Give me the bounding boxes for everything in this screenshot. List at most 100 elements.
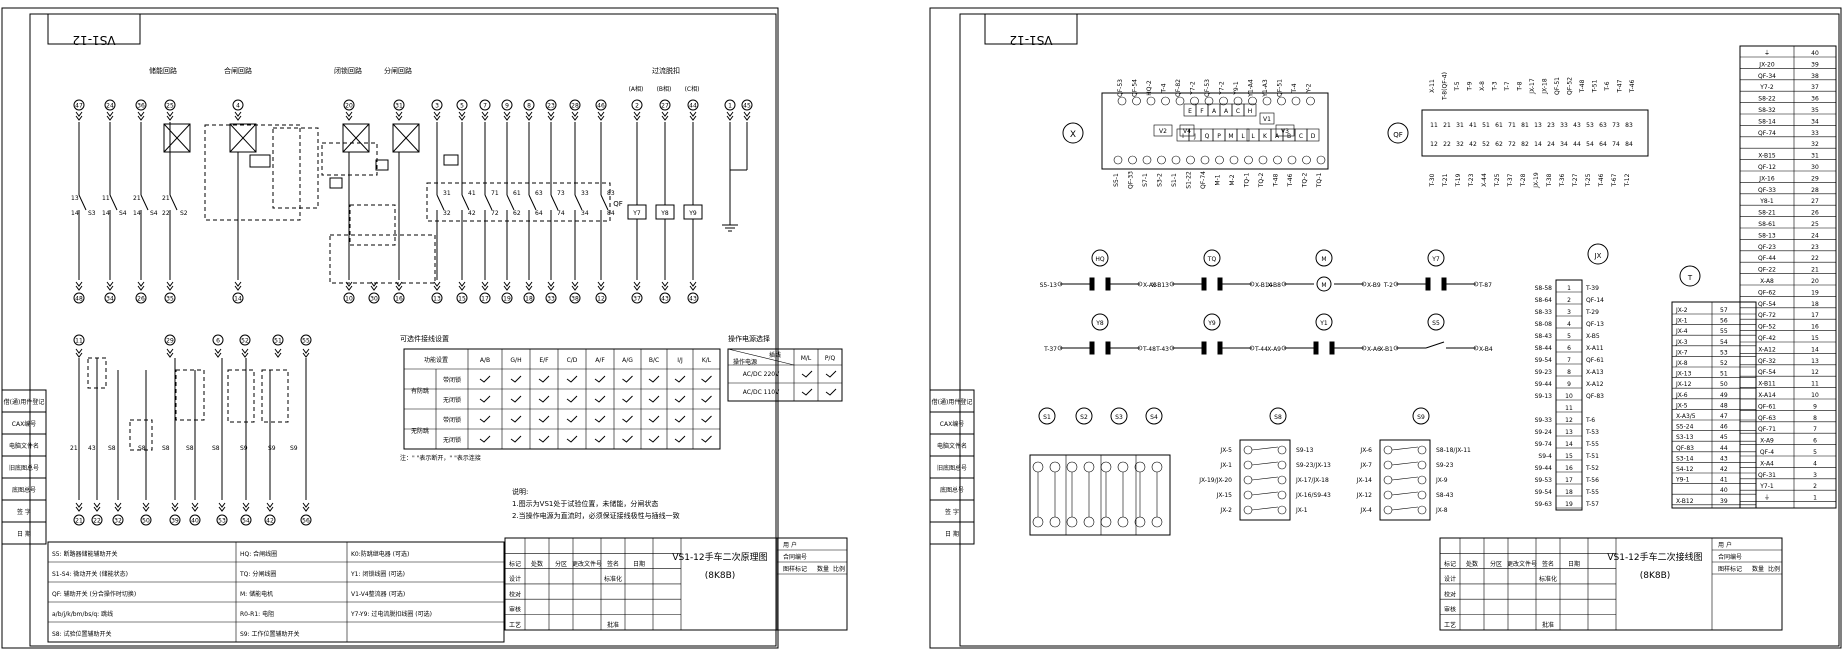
sheet1-outer-frame — [1, 7, 779, 649]
right-column-label: ⏚ — [1764, 50, 1770, 57]
right-column-number: 14 — [1811, 346, 1819, 353]
t-number: 44 — [1720, 445, 1728, 452]
terminal-number: 12 — [597, 296, 605, 303]
x-bottom-pin-label: TQ-2 — [1258, 173, 1265, 189]
qf-contact-number: 32 — [443, 210, 451, 217]
plug-connector-icon — [726, 111, 734, 121]
s8-blade — [1251, 476, 1279, 481]
coil-plate — [1425, 277, 1431, 291]
terminal-number: 46 — [597, 103, 605, 110]
terminal-number: 23 — [547, 103, 555, 110]
left-strip-label: 电脑文件名 — [9, 442, 39, 450]
switch-circle — [1412, 407, 1430, 425]
legend-entry: Y7-Y9: 过电流脱扣线圈 (可选) — [350, 610, 432, 618]
wire-dot — [1057, 281, 1063, 287]
check-mark-icon — [566, 395, 578, 403]
jx-left-label: S8-08 — [1535, 321, 1553, 328]
plug-connector-icon — [302, 348, 310, 358]
legend-entry: S5: 断路器储能辅助开关 — [52, 550, 118, 558]
s9-blade — [1391, 446, 1419, 451]
jx-number: 18 — [1565, 489, 1573, 496]
jx-right-label: T-55 — [1585, 441, 1599, 448]
terminal-number: 35 — [166, 296, 174, 303]
component-circle — [1315, 313, 1333, 331]
qf-pin-number: 81 — [1521, 122, 1529, 129]
terminal — [272, 334, 284, 346]
title-block-header: 标记 — [509, 560, 521, 568]
jx-number: 12 — [1565, 417, 1573, 424]
switch-pin — [1151, 461, 1163, 473]
terminal — [264, 514, 276, 526]
plug-connector-icon — [218, 502, 226, 512]
x-pin — [1277, 96, 1286, 106]
component-circle — [1091, 313, 1109, 331]
drawing-code: (8K8B) — [1640, 571, 1671, 581]
component-right-label: T-87 — [1478, 282, 1492, 289]
relay-letter: A — [1224, 108, 1229, 115]
jx-left-label: S9-4 — [1538, 453, 1552, 460]
wire — [600, 194, 609, 211]
plug-connector-icon — [142, 502, 150, 512]
plug-connector-icon — [525, 281, 533, 291]
qf-top-pin-label: X-8 — [1479, 81, 1486, 91]
wire-dot — [1169, 281, 1175, 287]
switch-label: S4 — [150, 210, 158, 217]
power-col: P/Q — [825, 355, 836, 362]
legend-entry: V1-V4整流器 (可选) — [351, 590, 405, 598]
jx-number: 7 — [1567, 357, 1571, 364]
option-table-header: B/C — [649, 357, 659, 364]
overcurrent-coil-label: Y7 — [632, 210, 641, 217]
component-right-label: X-B14 — [1255, 282, 1273, 289]
component-left-label: X-B1 — [1379, 346, 1393, 353]
jx-left-label: S9-33 — [1535, 417, 1553, 424]
switch-label: S3 — [88, 210, 96, 217]
qf-contact-number: 72 — [491, 210, 499, 217]
component-id: Y8 — [1095, 320, 1104, 327]
s8-left-label: JX-1 — [1219, 462, 1232, 469]
plug-connector-icon — [503, 281, 511, 291]
relay-letter: C — [1299, 133, 1303, 140]
right-column-number: 1 — [1813, 495, 1817, 502]
right-column-number: 3 — [1813, 472, 1817, 479]
terminal-number: 44 — [689, 103, 697, 110]
s8-pin — [1243, 505, 1253, 515]
plug-connector-icon — [597, 111, 605, 121]
x-bottom-pin-label: TQ-2 — [1302, 173, 1309, 189]
s8-left-label: JX-19/JX-20 — [1198, 477, 1232, 484]
s9-pin — [1417, 460, 1427, 470]
terminal-number: 55 — [302, 338, 310, 345]
qf-top-pin-label: T-47 — [1617, 79, 1624, 93]
qf-top-pin-label: QF-51 — [1554, 77, 1561, 95]
qf-pin-number: 32 — [1456, 141, 1464, 148]
qf-pin-number: 33 — [1560, 122, 1568, 129]
right-column-label: X-A14 — [1758, 392, 1776, 399]
v-box — [1153, 124, 1173, 137]
relay-letter: C — [1236, 108, 1240, 115]
wire-dot — [1393, 281, 1399, 287]
wire-dot — [1137, 281, 1143, 287]
check-mark-icon — [701, 395, 712, 403]
qf-top-pin-label: T-8(QF-4) — [1442, 72, 1449, 101]
s8-left-label: JX-5 — [1219, 447, 1232, 454]
qf-pin-number: 62 — [1495, 141, 1503, 148]
qf-pin-number: 51 — [1482, 122, 1490, 129]
x-bottom-pin-label: T-48 — [1273, 173, 1280, 187]
s8-right-label: JX-1 — [1295, 507, 1308, 514]
right-column-number: 21 — [1811, 267, 1819, 274]
check-mark-icon — [701, 415, 712, 423]
terminal-number: 51 — [274, 338, 282, 345]
terminal — [595, 99, 607, 111]
switch-id: S3 — [1115, 414, 1123, 421]
x-pin — [1229, 155, 1239, 165]
circuit-label: 分闸回路 — [384, 66, 412, 75]
switch-circle — [1110, 407, 1128, 425]
x-pin — [1219, 96, 1228, 106]
drawing-note: 说明: — [512, 487, 528, 496]
right-column-label: QF-54 — [1758, 369, 1776, 376]
jx-left-label: S8-43 — [1535, 333, 1553, 340]
check-mark-icon — [479, 435, 491, 443]
title-block-std: 标准化 — [1539, 575, 1557, 583]
drawing-note: 2.当操作电源为直流时，必须保证接线极性与插线一致 — [512, 511, 680, 520]
terminal-number: 24 — [106, 103, 114, 110]
wire-dot — [1473, 345, 1479, 351]
